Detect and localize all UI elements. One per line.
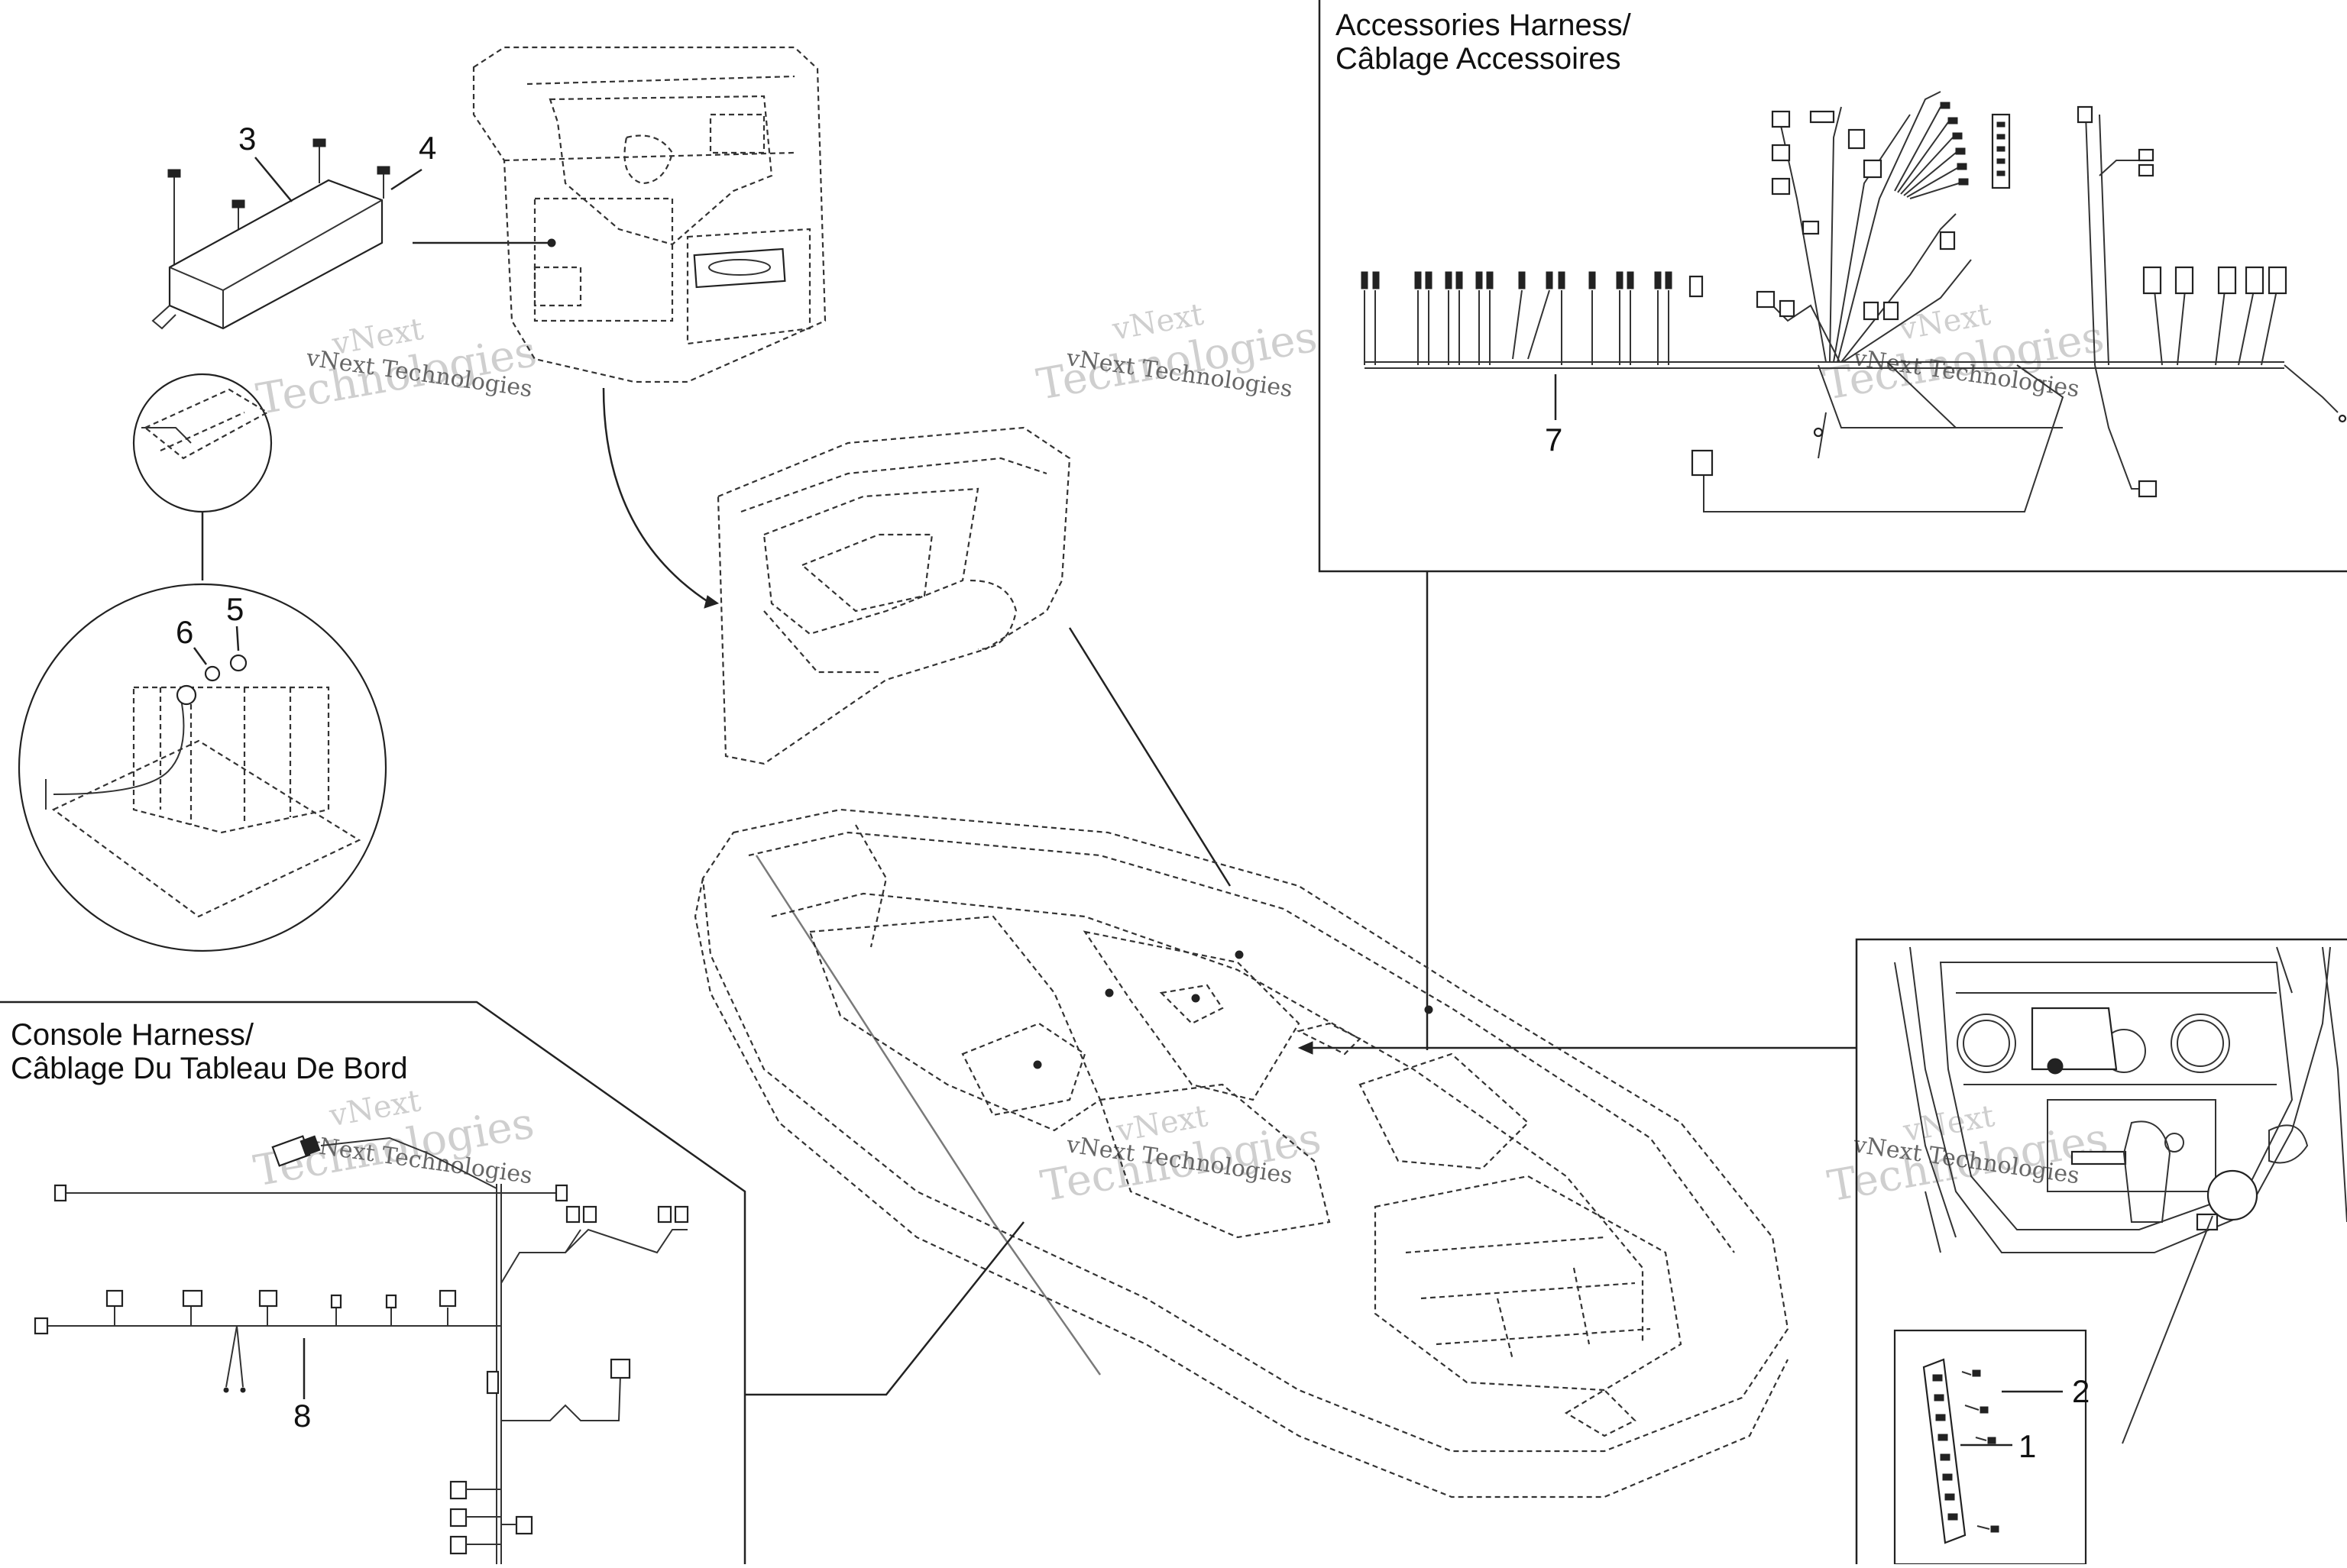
dash-view-panel: 2 1 [1297,938,2347,1566]
accessories-panel-border [1318,0,2347,573]
dash-leader [1068,627,1232,887]
detail-circle-large [18,583,387,952]
accessories-title-line1: Accessories Harness/ [1335,8,1632,42]
washer-6-icon [204,665,221,682]
cover-assembly: 3 4 6 5 [18,121,556,952]
accessories-title-line2: Câblage Accessoires [1335,42,1621,76]
console-unit [472,46,827,609]
callout-3: 3 [238,121,256,157]
dash-view-border [1855,938,2347,1564]
console-harness-panel: Console Harness/ Câblage Du Tableau De B… [0,1001,1025,1564]
console-harness-drawing [34,1135,689,1564]
console-title-line1: Console Harness/ [11,1018,254,1052]
boat-hull [694,808,1789,1498]
callout-6: 6 [176,614,193,650]
watermarks: vNext Technologies vNext Technologies vN… [251,297,2112,1212]
callout-2: 2 [2072,1373,2090,1409]
console-panel-border [0,1001,746,1564]
leader-4 [390,168,422,191]
dash-view-drawing [1894,946,2347,1253]
leader-5 [235,626,240,651]
console-arrow [602,387,711,605]
console-leader-to-boat [745,1221,1025,1396]
callout-5: 5 [226,591,244,627]
cover-part-3 [168,179,384,330]
callout-7: 7 [1545,422,1562,457]
leader-6 [193,647,208,665]
callout-4: 4 [419,130,436,166]
dash-insert [717,426,1232,887]
accessories-harness-drawing [1361,91,2347,512]
dash-detail-callout [2206,1169,2258,1221]
fuse-box-inset [1893,1329,2087,1566]
accessories-harness-panel: Accessories Harness/ Câblage Accessoires [1318,0,2347,1050]
nut-5-icon [229,654,248,672]
callout-1: 1 [2018,1428,2036,1464]
leader-3 [254,157,293,202]
console-title-line2: Câblage Du Tableau De Bord [11,1052,408,1085]
callout-8: 8 [293,1398,311,1434]
detail-circle-small [132,373,273,513]
